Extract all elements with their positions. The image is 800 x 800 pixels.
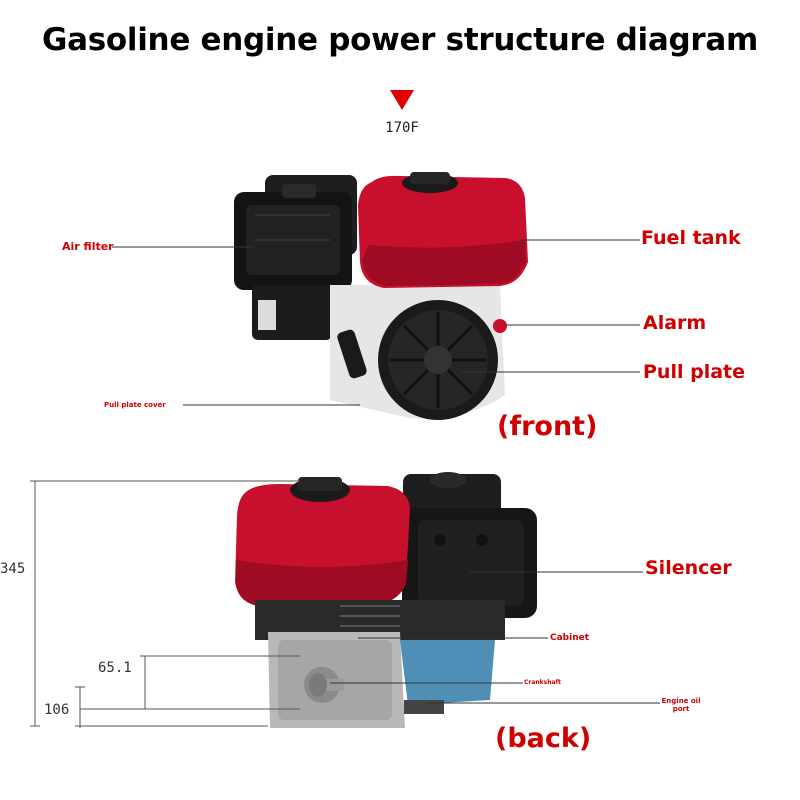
label-crankshaft: Crankshaft — [524, 679, 562, 686]
dimension-lines — [30, 480, 300, 728]
page-title: Gasoline engine power structure diagram — [41, 22, 758, 58]
label-silencer: Silencer — [645, 557, 732, 579]
model-number: 170F — [385, 120, 419, 136]
back-engine-illustration — [235, 472, 537, 728]
dimension-height: 345 — [0, 561, 26, 577]
label-air-filter: Air filter — [62, 240, 114, 253]
label-pull-plate-cover: Pull plate cover — [104, 401, 166, 409]
back-leader-lines — [330, 571, 660, 704]
front-leader-lines — [112, 239, 640, 406]
dimension-shaft-height: 65.1 — [98, 660, 132, 676]
down-triangle-icon — [390, 90, 414, 110]
dimension-base-height: 106 — [44, 702, 70, 718]
label-engine-oil-port: Engine oil port — [661, 697, 701, 713]
label-pull-plate: Pull plate — [643, 361, 745, 383]
label-fuel-tank: Fuel tank — [641, 227, 741, 249]
label-cabinet: Cabinet — [550, 633, 590, 643]
front-view-caption: (front) — [497, 411, 598, 442]
front-engine-illustration — [234, 172, 528, 420]
back-view-caption: (back) — [495, 723, 592, 754]
label-alarm: Alarm — [643, 312, 707, 334]
